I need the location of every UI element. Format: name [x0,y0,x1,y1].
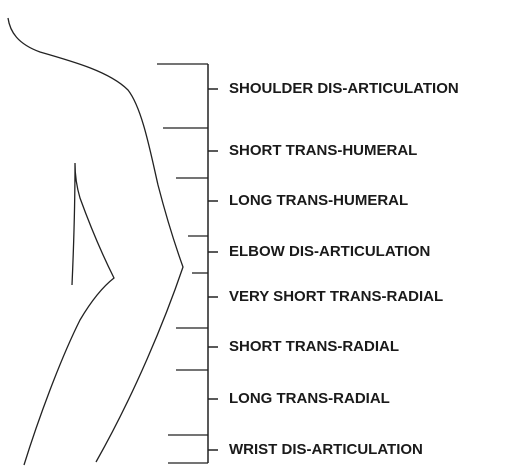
label-long-trans-radial: LONG TRANS-RADIAL [229,390,390,408]
arm-inner-outline [24,163,114,465]
label-short-trans-humeral: SHORT TRANS-HUMERAL [229,142,417,160]
label-elbow-disarticulation: ELBOW DIS-ARTICULATION [229,243,430,261]
label-pointer-ticks [208,89,218,450]
label-short-trans-radial: SHORT TRANS-RADIAL [229,338,399,356]
label-very-short-trans-radial: VERY SHORT TRANS-RADIAL [229,288,443,306]
label-wrist-disarticulation: WRIST DIS-ARTICULATION [229,441,423,459]
label-long-trans-humeral: LONG TRANS-HUMERAL [229,192,408,210]
label-shoulder-disarticulation: SHOULDER DIS-ARTICULATION [229,80,459,98]
arm-outer-outline [8,18,183,462]
boundary-ticks [157,64,208,463]
